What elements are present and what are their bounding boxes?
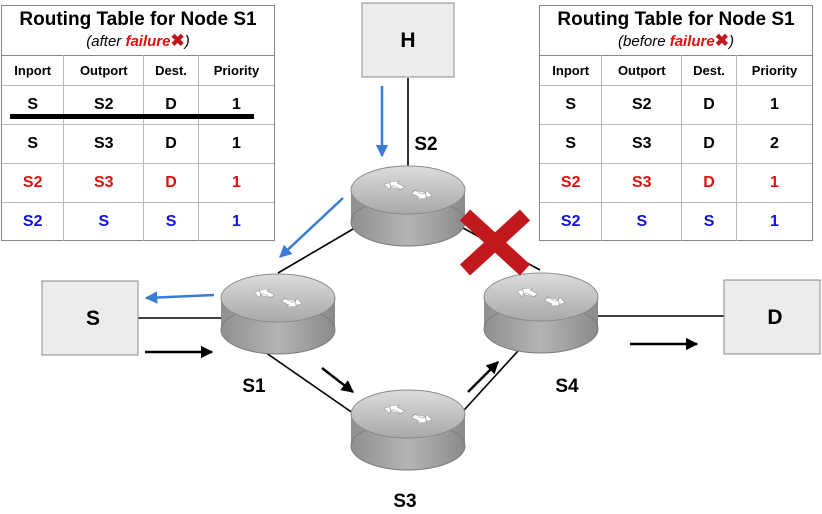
router-s2 [350, 165, 466, 247]
cell-dest: D [681, 124, 737, 164]
cell-inport: S2 [540, 163, 603, 203]
header-dest: Dest. [681, 55, 737, 86]
cell-outport: S [601, 202, 683, 241]
host-h-label: H [400, 29, 415, 52]
cell-priority: 1 [197, 124, 274, 164]
table-title: Routing Table for Node S1 [557, 9, 795, 30]
cell-priority: 1 [197, 202, 274, 241]
cell-outport: S3 [63, 163, 145, 203]
cell-dest: D [143, 163, 199, 203]
cell-outport: S2 [601, 85, 683, 125]
cell-priority: 1 [735, 163, 812, 203]
table-subtitle: (after failure✖) [2, 31, 274, 55]
flow-arrow-s1-to-s3 [321, 367, 354, 393]
host-s-label: S [86, 307, 100, 330]
header-dest: Dest. [143, 55, 199, 86]
host-d: D [723, 279, 821, 355]
flow-arrow-s1-to-s [144, 291, 215, 304]
cell-inport: S [540, 85, 603, 125]
routing-table: Inport Outport Dest. Priority S S2 D 1 S… [2, 55, 274, 241]
subtitle-failure: failure [669, 33, 715, 50]
cell-priority: 1 [197, 163, 274, 203]
cell-dest: D [143, 124, 199, 164]
routing-table-before-failure: Routing Table for Node S1 (before failur… [539, 5, 813, 241]
table-row: S2 S3 D 1 [540, 163, 812, 203]
router-s3 [350, 389, 466, 471]
cell-inport: S2 [540, 202, 603, 241]
header-priority: Priority [735, 55, 812, 86]
cell-outport: S [63, 202, 145, 241]
cell-outport: S3 [63, 124, 145, 164]
flow-arrow-s2-to-s1 [279, 197, 344, 258]
cell-dest: S [143, 202, 199, 241]
table-row: S S3 D 2 [540, 124, 812, 164]
host-s: S [41, 280, 139, 356]
table-row: S2 S S 1 [540, 202, 812, 241]
subtitle-suffix: ) [728, 33, 734, 50]
table-header-row: Inport Outport Dest. Priority [540, 55, 812, 86]
cell-inport: S2 [2, 163, 65, 203]
router-s1 [220, 273, 336, 355]
router-s2-label: S2 [414, 134, 437, 155]
header-inport: Inport [2, 55, 65, 86]
link-s1-s3 [261, 349, 361, 419]
failure-x-icon: ✖ [714, 31, 729, 50]
table-row: S S3 D 1 [2, 124, 274, 164]
cell-dest: D [681, 163, 737, 203]
subtitle-prefix: (before [618, 33, 670, 50]
cell-outport: S3 [601, 163, 683, 203]
subtitle-failure: failure [125, 33, 171, 50]
row-strikethrough-line [10, 114, 254, 119]
host-h: H [361, 2, 455, 78]
cell-dest: S [681, 202, 737, 241]
link-s1-s2 [277, 221, 366, 274]
flow-arrow-s3-to-s4 [467, 361, 499, 393]
host-d-label: D [767, 306, 782, 329]
cell-inport: S [2, 124, 65, 164]
cell-outport: S3 [601, 124, 683, 164]
table-row: S2 S S 1 [2, 202, 274, 241]
subtitle-suffix: ) [184, 33, 190, 50]
primary-flow-arrows [145, 337, 699, 393]
header-inport: Inport [540, 55, 603, 86]
link-s3-s4 [454, 339, 529, 421]
link-failure-x-icon [459, 209, 531, 276]
table-subtitle: (before failure✖) [540, 31, 812, 55]
header-outport: Outport [601, 55, 683, 86]
router-s1-label: S1 [242, 376, 266, 397]
router-s4 [483, 272, 599, 354]
router-s4-label: S4 [555, 376, 579, 397]
table-title: Routing Table for Node S1 [19, 9, 257, 30]
reverse-flow-arrows [144, 86, 389, 304]
failure-x-icon: ✖ [170, 31, 185, 50]
cell-priority: 1 [735, 202, 812, 241]
table-row: S S2 D 1 [540, 85, 812, 125]
cell-dest: D [681, 85, 737, 125]
cell-inport: S2 [2, 202, 65, 241]
cell-priority: 1 [735, 85, 812, 125]
router-s3-label: S3 [393, 491, 416, 512]
cell-priority: 2 [735, 124, 812, 164]
table-header-row: Inport Outport Dest. Priority [2, 55, 274, 86]
routing-table: Inport Outport Dest. Priority S S2 D 1 S… [540, 55, 812, 241]
routing-table-after-failure: Routing Table for Node S1 (after failure… [1, 5, 275, 241]
header-outport: Outport [63, 55, 145, 86]
table-row: S2 S3 D 1 [2, 163, 274, 203]
cell-inport: S [540, 124, 603, 164]
header-priority: Priority [197, 55, 274, 86]
subtitle-prefix: (after [86, 33, 126, 50]
